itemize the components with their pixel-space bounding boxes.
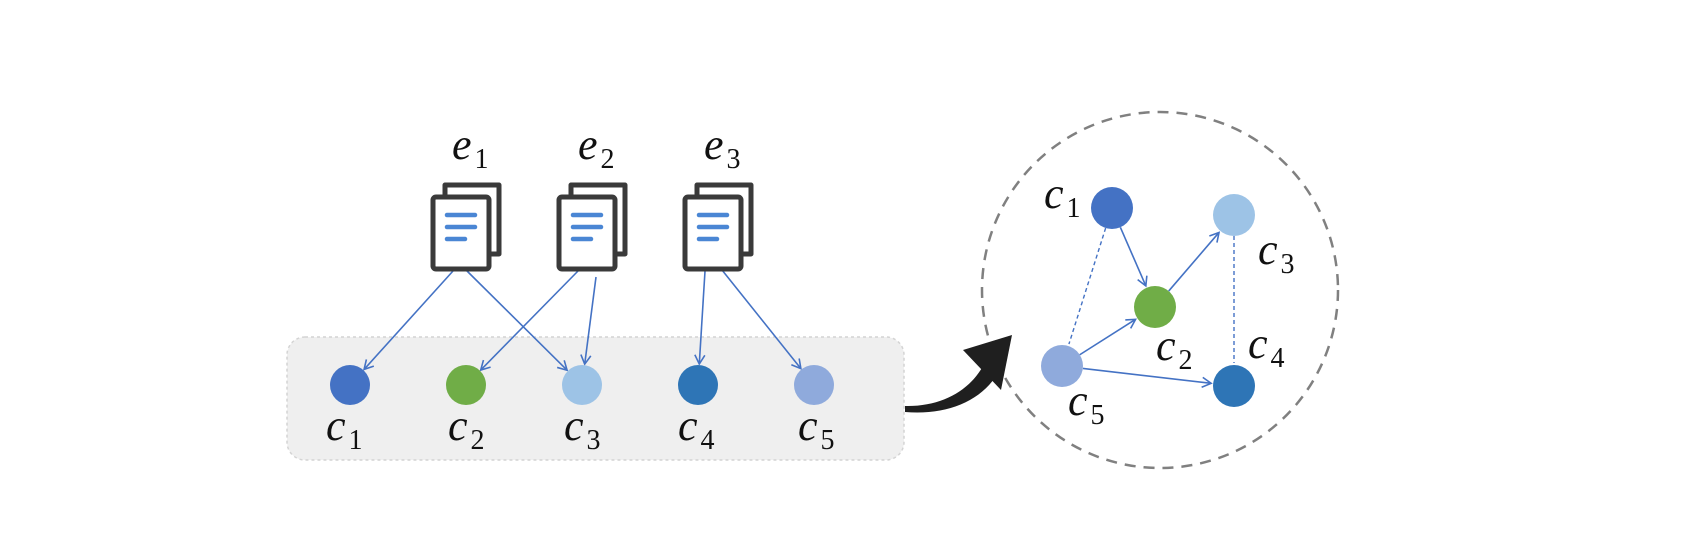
link-e3-c5 [721,269,802,370]
graph-edge-c5-c4 [1082,367,1213,389]
graph-node-c5 [1041,345,1083,387]
document-stack-icon [430,182,502,272]
document-stack-icon [556,182,628,272]
graph-edge-c1-c5 [1068,227,1107,345]
concept-node-c4 [678,365,718,405]
concept-node-c5 [794,365,834,405]
link-e3-c4 [694,270,706,366]
link-e2-c2 [479,270,579,372]
concept-node-c1 [330,365,370,405]
zoom-circle [980,110,1340,470]
graph-edge-c5-c2 [1079,318,1137,356]
graph-node-c4 [1213,365,1255,407]
graph-node-c3 [1213,194,1255,236]
document-stack-icon [682,182,754,272]
link-e1-c1 [362,270,454,371]
link-e1-c3 [465,269,569,372]
graph-edge-c1-c2 [1119,226,1148,288]
graph-node-c1 [1091,187,1133,229]
concept-node-c3 [562,365,602,405]
link-e2-c3 [580,276,597,366]
graph-edge-c2-c3 [1168,231,1221,292]
concept-node-c2 [446,365,486,405]
curved-arrow-icon [905,335,1012,413]
graph-node-c2 [1134,286,1176,328]
